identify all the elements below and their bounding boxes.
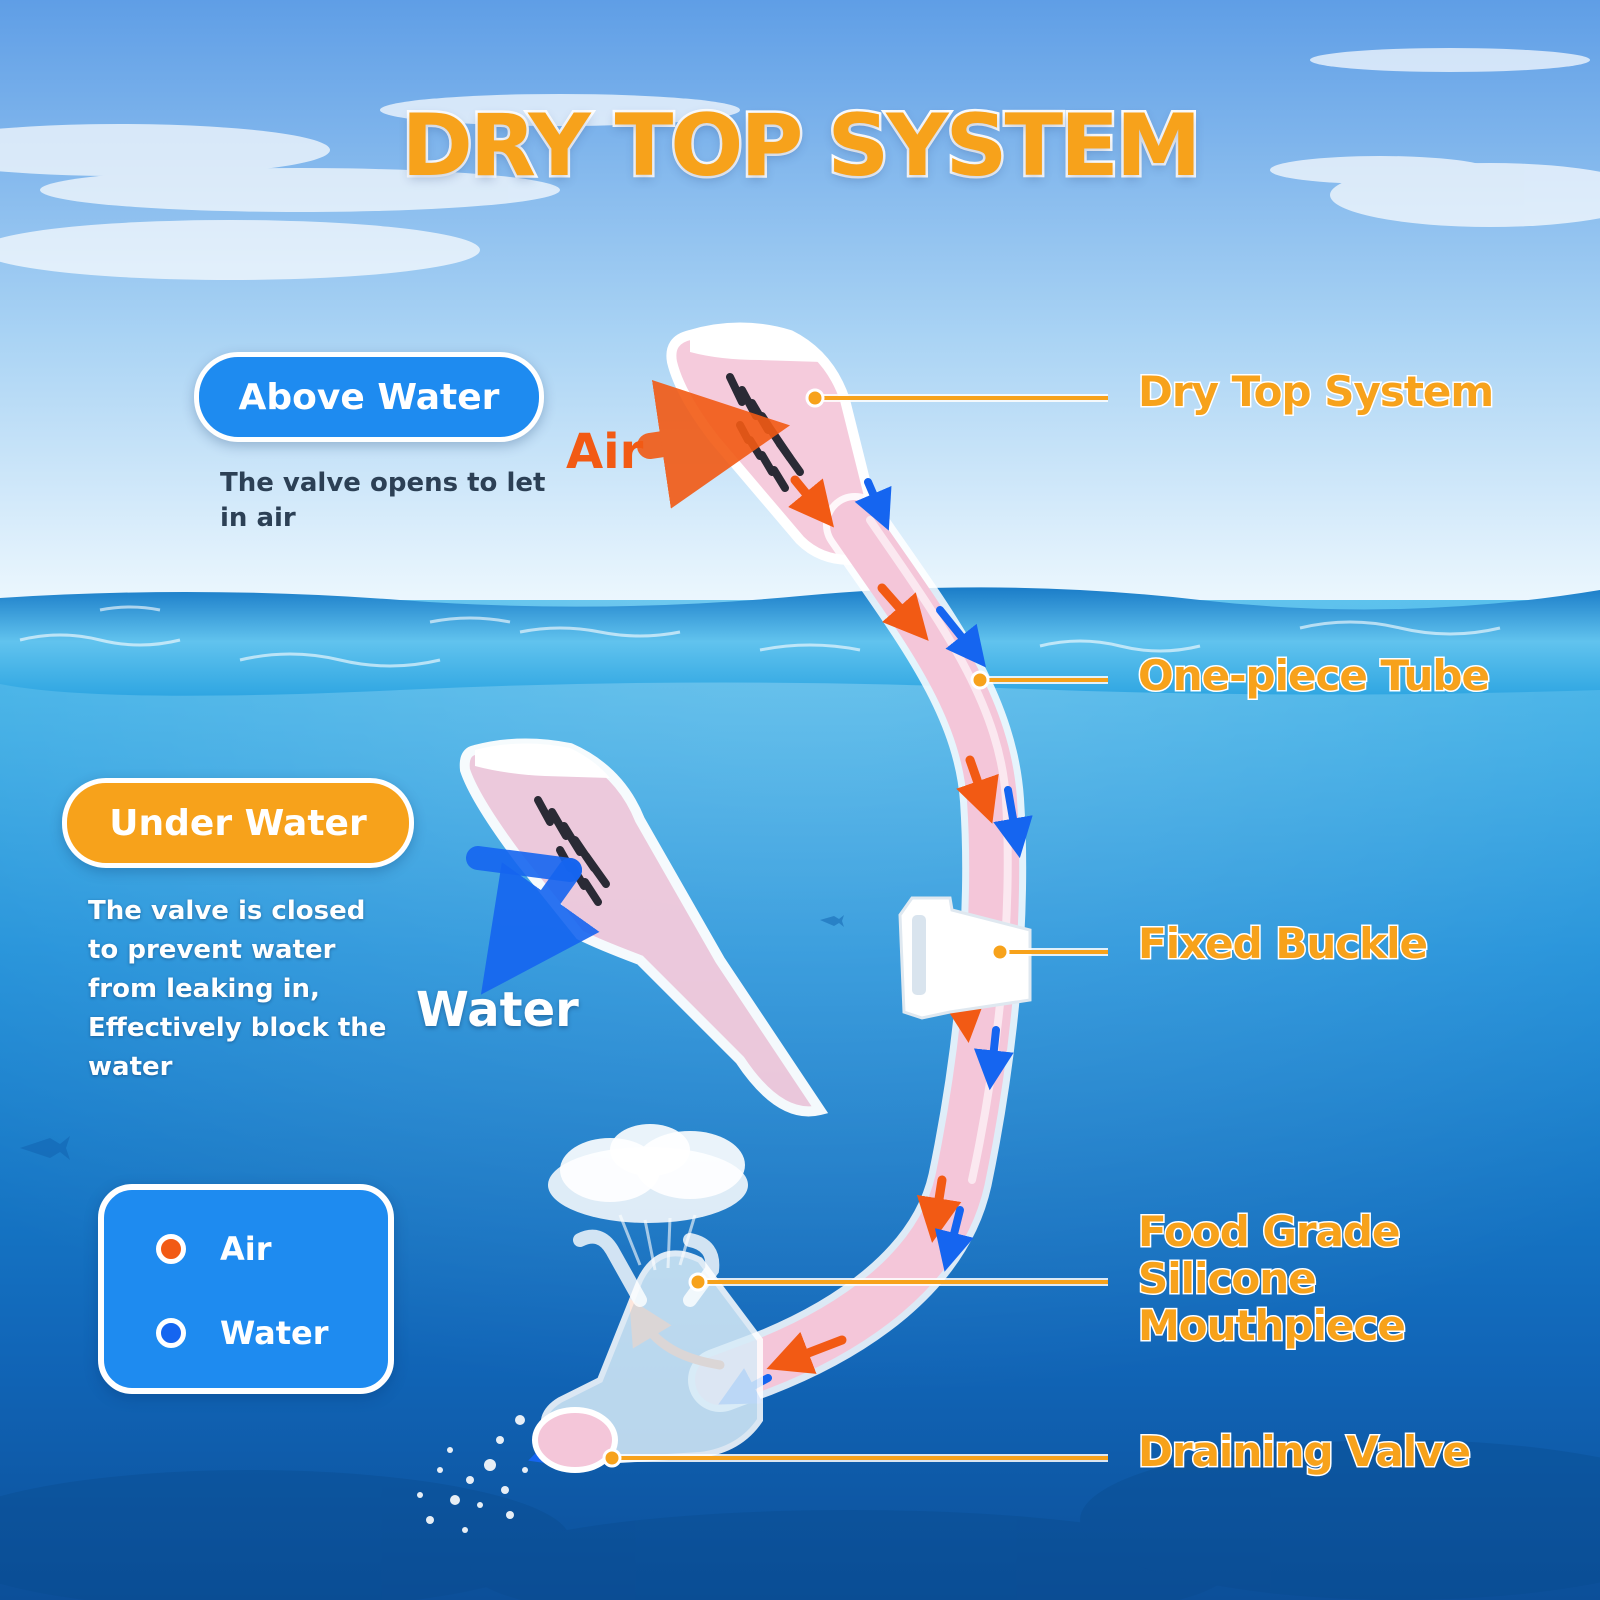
- legend-item-air: Air: [156, 1230, 272, 1268]
- callout-draining-valve: Draining Valve: [1136, 1426, 1472, 1476]
- callout-mouthpiece: Food Grade Silicone Mouthpiece: [1137, 1206, 1408, 1351]
- page-title: DRY TOP SYSTEM: [399, 94, 1204, 199]
- water-flow-label: Water: [416, 982, 579, 1038]
- callout-one-piece-tube: One-piece Tube: [1137, 650, 1492, 700]
- legend: Air Water: [98, 1184, 394, 1394]
- seabed: [0, 1440, 1600, 1600]
- under-water-badge: Under Water: [62, 778, 414, 868]
- fish: [20, 915, 844, 1160]
- legend-item-water: Water: [156, 1314, 329, 1352]
- callout-dry-top-system: Dry Top System: [1136, 366, 1495, 416]
- surface-ripples: [19, 605, 1501, 668]
- legend-label-air: Air: [220, 1230, 272, 1268]
- air-dot-icon: [156, 1234, 186, 1264]
- callout-fixed-buckle: Fixed Buckle: [1137, 918, 1430, 968]
- air-flow-label: Air: [566, 424, 644, 480]
- above-water-description: The valve opens to let in air: [220, 468, 546, 534]
- under-water-description: The valve is closed to prevent water fro…: [88, 896, 387, 1082]
- legend-label-water: Water: [220, 1314, 329, 1352]
- callout-lines: [602, 388, 1108, 1468]
- water-dot-icon: [156, 1318, 186, 1348]
- bubble-cloud-icon: [548, 1124, 748, 1271]
- draining-valve-icon: [532, 1407, 618, 1473]
- water-splash-icon: [417, 1415, 528, 1533]
- clouds: [0, 48, 1600, 280]
- above-water-badge: Above Water: [194, 352, 544, 442]
- fixed-buckle-icon: [898, 896, 1032, 1020]
